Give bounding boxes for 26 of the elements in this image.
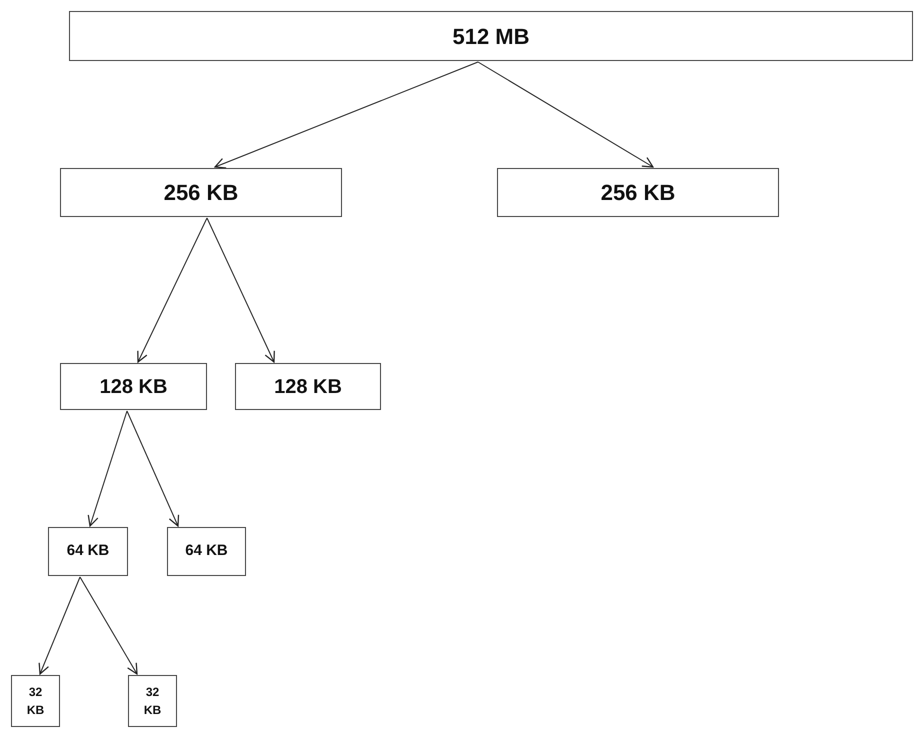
arrow	[126, 410, 180, 527]
memory-block	[69, 11, 913, 61]
memory-block	[497, 168, 779, 217]
arrow	[137, 218, 208, 363]
arrow	[206, 218, 275, 363]
memory-block	[11, 675, 60, 727]
size-label: 256 KB	[164, 179, 238, 207]
size-label: 64 KB	[185, 541, 228, 562]
arrow	[38, 576, 80, 675]
size-label: 256 KB	[600, 179, 676, 207]
size-label: 128 KB	[274, 374, 342, 400]
size-label: 64 KB	[66, 541, 110, 562]
memory-block	[48, 527, 128, 576]
size-label: 32 KB	[142, 684, 162, 719]
arrow	[478, 62, 654, 168]
memory-block	[60, 363, 207, 410]
memory-block	[128, 675, 177, 727]
memory-block	[235, 363, 381, 410]
arrow	[214, 62, 478, 169]
memory-block	[60, 168, 342, 217]
arrow	[88, 410, 128, 527]
memory-block	[167, 527, 246, 576]
size-label: 128 KB	[100, 374, 168, 400]
size-label: 512 MB	[452, 22, 530, 50]
arrow	[80, 576, 138, 675]
size-label: 32 KB	[26, 684, 46, 719]
